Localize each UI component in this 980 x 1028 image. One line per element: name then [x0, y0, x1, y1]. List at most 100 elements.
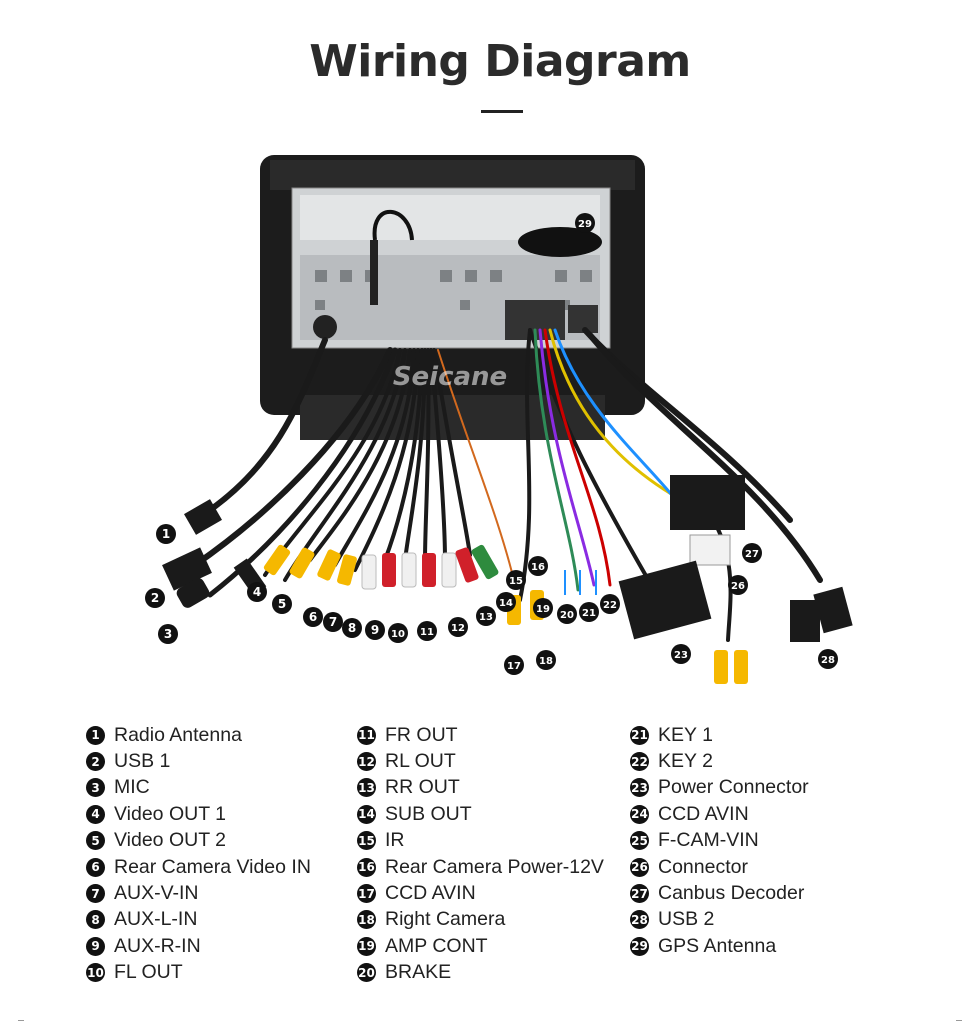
- legend-label: USB 2: [658, 908, 715, 931]
- legend-label: Canbus Decoder: [658, 882, 805, 905]
- legend-label: AUX-V-IN: [114, 882, 199, 905]
- connectors: [162, 475, 853, 642]
- legend-number-badge: 3: [86, 778, 105, 798]
- callout-number: 18: [539, 656, 553, 667]
- legend-label: AMP CONT: [385, 934, 488, 957]
- callout-number: 16: [531, 562, 545, 573]
- legend-label: AUX-L-IN: [114, 908, 198, 931]
- callout-number: 7: [329, 615, 337, 629]
- legend-number-badge: 27: [630, 884, 649, 904]
- legend-label: USB 1: [114, 750, 171, 773]
- callout-number: 20: [560, 610, 574, 621]
- callout-number: 2: [151, 591, 159, 605]
- callout-number: 19: [536, 604, 550, 615]
- callout-layer: 1234567891011121314151617181920212223242…: [145, 213, 838, 675]
- legend-number-badge: 23: [630, 778, 649, 798]
- legend-number-badge: 14: [357, 804, 376, 824]
- callout-number: 6: [309, 610, 317, 624]
- callout-number: 21: [582, 608, 596, 619]
- legend-number-badge: 18: [357, 910, 376, 930]
- callout-20: 20: [557, 604, 577, 624]
- callout-17: 17: [504, 655, 524, 675]
- legend-number-badge: 19: [357, 936, 376, 956]
- legend-number-badge: 16: [357, 857, 376, 877]
- callout-number: 8: [348, 621, 356, 635]
- callout-number: 9: [371, 623, 379, 637]
- legend-number-badge: 26: [630, 857, 649, 877]
- callout-number: 23: [674, 650, 688, 661]
- callout-number: 12: [451, 623, 465, 634]
- legend-number-badge: 25: [630, 831, 649, 851]
- callout-8: 8: [342, 618, 362, 638]
- legend-label: FR OUT: [385, 723, 458, 746]
- callout-7: 7: [323, 612, 343, 632]
- callout-number: 1: [162, 527, 170, 541]
- legend-number-badge: 5: [86, 831, 105, 851]
- callout-16: 16: [528, 556, 548, 576]
- legend-number-badge: 7: [86, 884, 105, 904]
- legend-label: IR: [385, 829, 405, 852]
- legend-label: Rear Camera Power-12V: [385, 855, 604, 878]
- legend-number-badge: 13: [357, 778, 376, 798]
- watermark: Seicane: [393, 362, 507, 392]
- legend-number-badge: 12: [357, 752, 376, 772]
- callout-number: 14: [499, 598, 513, 609]
- callout-12: 12: [448, 617, 468, 637]
- title-underline: [481, 110, 523, 113]
- callout-28: 28: [818, 649, 838, 669]
- legend-number-badge: 17: [357, 884, 376, 904]
- legend-label: SUB OUT: [385, 802, 472, 825]
- callout-1: 1: [156, 524, 176, 544]
- callout-10: 10: [388, 623, 408, 643]
- callout-number: 15: [509, 576, 523, 587]
- legend-label: CCD AVIN: [658, 802, 749, 825]
- callout-number: 11: [420, 627, 434, 638]
- legend-item: 24 CCD AVIN: [630, 801, 809, 827]
- legend-label: RL OUT: [385, 750, 456, 773]
- callout-23: 23: [671, 644, 691, 664]
- callout-9: 9: [365, 620, 385, 640]
- callout-number: 28: [821, 655, 835, 666]
- callout-number: 29: [578, 219, 592, 230]
- legend-number-badge: 24: [630, 804, 649, 824]
- legend-label: FL OUT: [114, 961, 183, 984]
- callout-number: 3: [164, 627, 172, 641]
- legend-label: MIC: [114, 776, 150, 799]
- legend-number-badge: 9: [86, 936, 105, 956]
- callout-13: 13: [476, 606, 496, 626]
- legend-label: BRAKE: [385, 961, 452, 984]
- callout-4: 4: [247, 582, 267, 602]
- callout-3: 3: [158, 624, 178, 644]
- legend-item: 19 AMP CONT: [357, 933, 604, 959]
- head-unit: [260, 155, 645, 440]
- legend-number-badge: 1: [86, 725, 105, 745]
- callout-27: 27: [742, 543, 762, 563]
- legend-number-badge: 22: [630, 752, 649, 772]
- corner-mark: [18, 1020, 24, 1021]
- callout-11: 11: [417, 621, 437, 641]
- corner-mark: [956, 1020, 962, 1021]
- callout-2: 2: [145, 588, 165, 608]
- callout-number: 13: [479, 612, 493, 623]
- legend-item: 14 SUB OUT: [357, 801, 604, 827]
- legend-number-badge: 15: [357, 831, 376, 851]
- legend-label: Video OUT 1: [114, 802, 227, 825]
- legend-number-badge: 11: [357, 725, 376, 745]
